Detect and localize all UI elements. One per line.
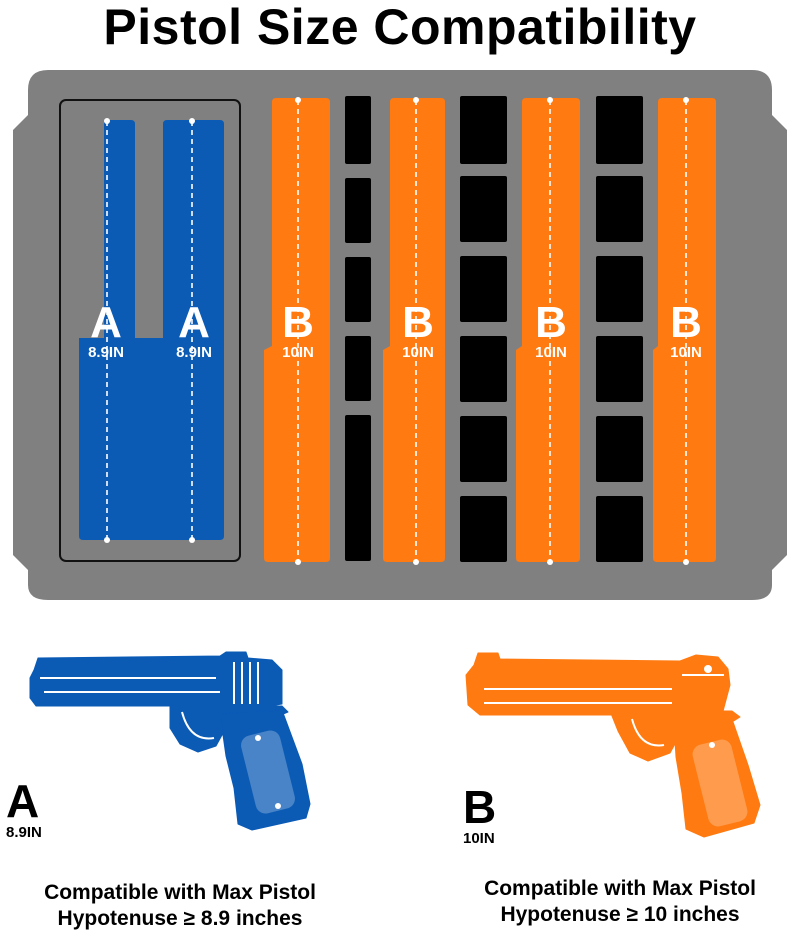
pistol-b-size: 10IN (463, 830, 495, 847)
slot-a-1 (79, 120, 224, 540)
slot-a-2-size: 8.9IN (176, 344, 212, 361)
slot-b-4-size: 10IN (670, 344, 702, 361)
foam-tray: A 8.9IN A 8.9IN B 10IN B 10IN B 10IN B 1… (13, 70, 787, 600)
pistol-b-letter: B (463, 781, 497, 833)
slot-b-4-letter: B (670, 298, 702, 347)
slot-b-3-letter: B (535, 298, 567, 347)
pistol-b-caption-line1: Compatible with Max Pistol (484, 877, 756, 900)
pistol-a-size: 8.9IN (6, 824, 42, 841)
page-title: Pistol Size Compatibility (103, 0, 697, 55)
black-blocks-col-2 (460, 96, 507, 562)
slot-b-2-size: 10IN (402, 344, 434, 361)
pistol-b-label: B 10IN (463, 784, 496, 848)
pistol-b-caption-line2: Hypotenuse ≥ 10 inches (500, 903, 740, 926)
slot-b-3: B 10IN (516, 97, 580, 565)
slot-b-1-letter: B (282, 298, 314, 347)
pistol-a-caption-line2: Hypotenuse ≥ 8.9 inches (57, 907, 303, 930)
slot-a-1-size: 8.9IN (88, 344, 124, 361)
slot-b-1-size: 10IN (282, 344, 314, 361)
slot-b-2: B 10IN (383, 97, 445, 565)
pistol-a-letter: A (6, 775, 40, 827)
slot-b-1: B 10IN (264, 97, 330, 565)
black-blocks-col-1 (345, 96, 371, 561)
slot-a-2-letter: A (178, 298, 210, 347)
pistol-b-caption: Compatible with Max Pistol Hypotenuse ≥ … (440, 876, 800, 928)
pistol-b-icon (465, 652, 761, 838)
slot-b-3-size: 10IN (535, 344, 567, 361)
pistol-a-icon (29, 651, 311, 831)
pistol-a-caption-line1: Compatible with Max Pistol (44, 881, 316, 904)
slot-b-4: B 10IN (653, 97, 716, 565)
pistol-a-label: A 8.9IN (6, 778, 42, 842)
pistol-a-caption: Compatible with Max Pistol Hypotenuse ≥ … (0, 880, 360, 932)
black-blocks-col-3 (596, 96, 643, 562)
slot-a-1-letter: A (90, 298, 122, 347)
slot-b-2-letter: B (402, 298, 434, 347)
section-a-outline (59, 99, 241, 562)
